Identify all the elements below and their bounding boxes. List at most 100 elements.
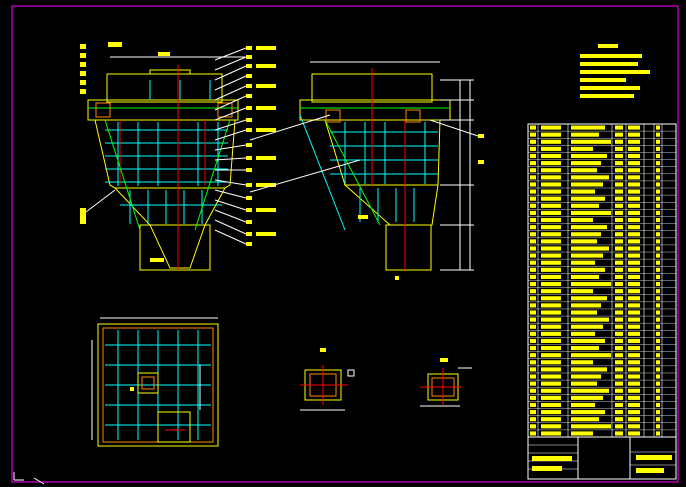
- bom-cell-weight: [656, 139, 660, 144]
- callout-balloon: [246, 118, 252, 122]
- bom-cell-qty: [615, 381, 623, 386]
- bom-cell-name: [571, 267, 605, 272]
- bom-cell-weight: [656, 267, 660, 272]
- bom-cell-material: [628, 246, 640, 251]
- bom-cell-material: [628, 360, 640, 365]
- callout-text: [256, 106, 276, 110]
- bom-cell-qty: [615, 303, 623, 308]
- bom-cell-code: [541, 189, 561, 194]
- bom-cell-qty: [615, 274, 623, 279]
- bom-cell-name: [571, 346, 599, 351]
- bom-cell-qty: [615, 139, 623, 144]
- bom-cell-material: [628, 225, 640, 230]
- callout-balloon: [246, 183, 252, 187]
- bom-cell-code: [541, 260, 561, 265]
- bom-cell-weight: [656, 431, 660, 436]
- title-field: [532, 466, 562, 471]
- bom-cell-weight: [656, 132, 660, 137]
- bom-cell-material: [628, 274, 640, 279]
- bom-cell-qty: [615, 282, 623, 287]
- bom-cell-code: [541, 303, 561, 308]
- technical-notes-block: [580, 44, 650, 98]
- bom-cell-code: [541, 360, 561, 365]
- bom-cell-qty: [615, 360, 623, 365]
- bom-cell-material: [628, 353, 640, 358]
- bom-cell-no: [530, 203, 536, 208]
- bom-cell-code: [541, 246, 561, 251]
- drawing-frame: [11, 5, 679, 483]
- bom-cell-weight: [656, 353, 660, 358]
- bracket-right: [217, 102, 233, 118]
- bom-cell-weight: [656, 360, 660, 365]
- bom-cell-code: [541, 417, 561, 422]
- bom-cell-name: [571, 125, 605, 130]
- bom-cell-no: [530, 246, 536, 251]
- bom-cell-name: [571, 253, 603, 258]
- callout-leader: [214, 157, 247, 161]
- bom-cell-name: [571, 381, 597, 386]
- bom-cell-qty: [615, 289, 623, 294]
- bom-cell-qty: [615, 402, 623, 408]
- bom-cell-material: [628, 125, 640, 130]
- bom-cell-material: [628, 253, 640, 258]
- callout-leader: [214, 65, 247, 81]
- callout-balloon: [246, 46, 252, 50]
- bom-cell-name: [571, 168, 597, 173]
- part-label-left: [80, 62, 86, 67]
- bom-cell-code: [541, 324, 561, 329]
- bom-cell-qty: [615, 346, 623, 351]
- bom-cell-material: [628, 175, 640, 180]
- bom-cell-weight: [656, 367, 660, 372]
- callout-text: [256, 128, 276, 132]
- drawing-name-field: [636, 455, 672, 460]
- bom-cell-no: [530, 374, 536, 379]
- part-label-top: [158, 52, 170, 56]
- callout-leader: [214, 219, 247, 235]
- bom-cell-name: [571, 410, 605, 415]
- bill-of-materials-table: [527, 123, 677, 438]
- callout-leader: [214, 119, 247, 131]
- bom-cell-no: [530, 161, 536, 166]
- bom-cell-no: [530, 274, 536, 279]
- bom-cell-code: [541, 381, 561, 386]
- bom-cell-material: [628, 210, 640, 215]
- bom-cell-weight: [656, 168, 660, 173]
- part-label-lower-left: [80, 208, 86, 224]
- bom-cell-qty: [615, 217, 623, 223]
- bom-cell-weight: [656, 153, 660, 159]
- bom-cell-qty: [615, 374, 623, 379]
- bom-cell-qty: [615, 260, 623, 265]
- bom-cell-material: [628, 303, 640, 308]
- bom-cell-qty: [615, 431, 623, 436]
- bom-cell-name: [571, 289, 593, 294]
- bom-cell-material: [628, 189, 640, 194]
- bom-cell-weight: [656, 402, 660, 408]
- bom-cell-material: [628, 402, 640, 408]
- callout-leader: [214, 47, 247, 61]
- drawing-number-field: [636, 468, 664, 473]
- bom-cell-weight: [656, 324, 660, 329]
- callout-leader: [214, 107, 247, 121]
- bom-cell-name: [571, 189, 595, 194]
- bom-cell-weight: [656, 374, 660, 379]
- callout-balloon: [246, 64, 252, 68]
- part-label-left: [80, 71, 86, 76]
- bom-cell-code: [541, 210, 561, 215]
- callout-leader: [214, 95, 247, 111]
- hopper-frame: [139, 224, 211, 271]
- base-label: [150, 258, 164, 262]
- bom-cell-material: [628, 346, 640, 351]
- callout-balloon: [246, 208, 252, 212]
- callout-balloon: [246, 168, 252, 172]
- callout-leader: [214, 56, 247, 71]
- part-label-left: [80, 44, 86, 49]
- bom-cell-name: [571, 374, 601, 379]
- part-label-top: [108, 42, 122, 47]
- plan-inlet-inner: [141, 376, 155, 390]
- bom-cell-weight: [656, 388, 660, 393]
- bom-cell-name: [571, 246, 609, 251]
- callout-balloon: [246, 143, 252, 147]
- bom-cell-material: [628, 381, 640, 386]
- bom-cell-weight: [656, 303, 660, 308]
- bom-cell-material: [628, 196, 640, 201]
